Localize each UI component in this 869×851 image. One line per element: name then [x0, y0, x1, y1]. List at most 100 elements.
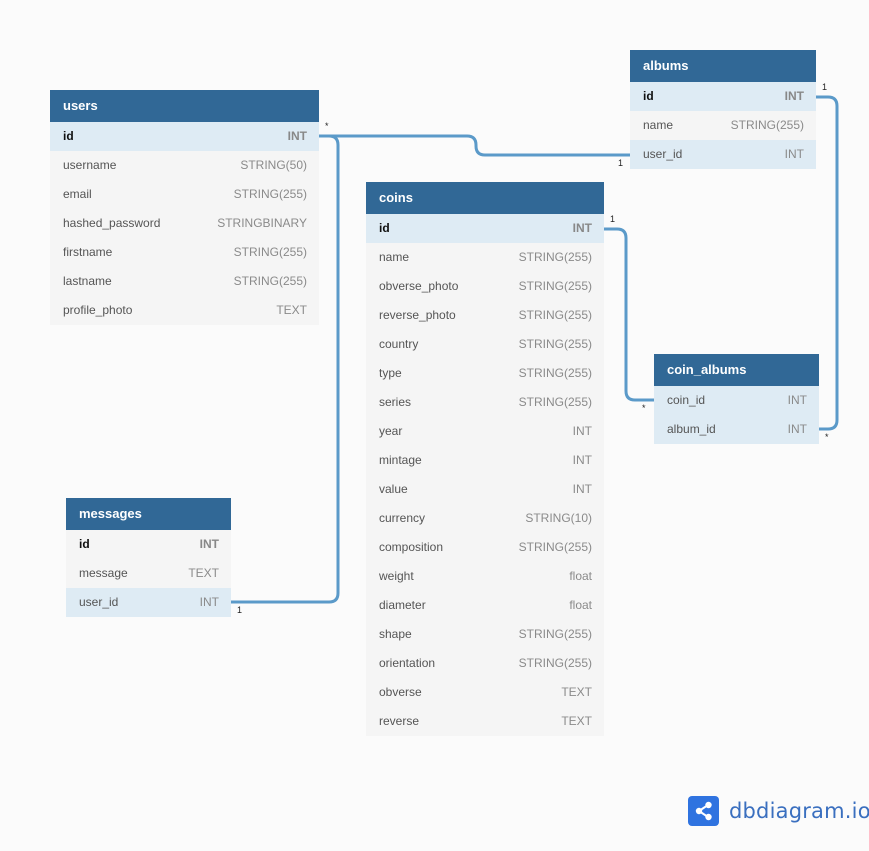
table-messages[interactable]: messages id INT message TEXT user_id INT: [66, 498, 231, 617]
field-name: user_id: [79, 595, 119, 609]
field-row-coins-type[interactable]: type STRING(255): [366, 359, 604, 388]
table-users[interactable]: users id INT username STRING(50) email S…: [50, 90, 319, 325]
field-row-coins-series[interactable]: series STRING(255): [366, 388, 604, 417]
connector-albums-coin-albums: [816, 95, 839, 431]
field-row-users-profile-photo[interactable]: profile_photo TEXT: [50, 296, 319, 325]
table-coin-albums-header[interactable]: coin_albums: [654, 354, 819, 386]
dbdiagram-brand-link[interactable]: dbdiagram.io: [688, 796, 869, 826]
field-type: STRING(255): [730, 118, 804, 132]
field-row-coins-name[interactable]: name STRING(255): [366, 243, 604, 272]
field-row-messages-id[interactable]: id INT: [66, 530, 231, 559]
field-name: country: [379, 337, 419, 351]
field-name: diameter: [379, 598, 426, 612]
field-row-coins-obverse-photo[interactable]: obverse_photo STRING(255): [366, 272, 604, 301]
field-row-coins-id[interactable]: id INT: [366, 214, 604, 243]
field-name: coin_id: [667, 393, 706, 407]
field-row-albums-name[interactable]: name STRING(255): [630, 111, 816, 140]
cardinality-albums-user-id: 1: [618, 158, 624, 168]
field-name: id: [63, 129, 74, 143]
field-row-users-lastname[interactable]: lastname STRING(255): [50, 267, 319, 296]
field-name: email: [63, 187, 92, 201]
table-coins-header[interactable]: coins: [366, 182, 604, 214]
connector-coins-coin-albums: [604, 227, 654, 402]
field-type: STRINGBINARY: [217, 216, 307, 230]
field-row-users-hashed-password[interactable]: hashed_password STRINGBINARY: [50, 209, 319, 238]
field-row-users-email[interactable]: email STRING(255): [50, 180, 319, 209]
field-row-coins-diameter[interactable]: diameter float: [366, 591, 604, 620]
field-row-coins-orientation[interactable]: orientation STRING(255): [366, 649, 604, 678]
table-messages-header[interactable]: messages: [66, 498, 231, 530]
table-users-header[interactable]: users: [50, 90, 319, 122]
field-name: type: [379, 366, 402, 380]
field-name: value: [379, 482, 408, 496]
field-row-coins-reverse-photo[interactable]: reverse_photo STRING(255): [366, 301, 604, 330]
field-type: INT: [199, 595, 219, 609]
table-albums-header[interactable]: albums: [630, 50, 816, 82]
field-name: mintage: [379, 453, 422, 467]
field-name: obverse_photo: [379, 279, 459, 293]
cardinality-coin-albums-coin-id: *: [642, 403, 646, 413]
field-type: STRING(255): [518, 279, 592, 293]
field-name: user_id: [643, 147, 683, 161]
table-albums[interactable]: albums id INT name STRING(255) user_id I…: [630, 50, 816, 169]
field-row-coins-mintage[interactable]: mintage INT: [366, 446, 604, 475]
field-name: weight: [379, 569, 414, 583]
field-row-messages-message[interactable]: message TEXT: [66, 559, 231, 588]
field-name: lastname: [63, 274, 112, 288]
field-row-coins-reverse[interactable]: reverse TEXT: [366, 707, 604, 736]
field-row-coin-albums-album-id[interactable]: album_id INT: [654, 415, 819, 444]
field-row-coins-year[interactable]: year INT: [366, 417, 604, 446]
table-coins[interactable]: coins id INT name STRING(255) obverse_ph…: [366, 182, 604, 736]
cardinality-users-id: *: [325, 121, 329, 131]
field-type: INT: [572, 482, 592, 496]
table-coin-albums[interactable]: coin_albums coin_id INT album_id INT: [654, 354, 819, 444]
field-row-coins-obverse[interactable]: obverse TEXT: [366, 678, 604, 707]
field-type: STRING(255): [233, 274, 307, 288]
field-type: STRING(255): [233, 187, 307, 201]
field-type: INT: [784, 89, 804, 103]
field-name: name: [643, 118, 674, 132]
field-row-coins-shape[interactable]: shape STRING(255): [366, 620, 604, 649]
field-type: STRING(255): [518, 540, 592, 554]
field-type: STRING(255): [518, 308, 592, 322]
field-name: id: [643, 89, 654, 103]
field-row-users-firstname[interactable]: firstname STRING(255): [50, 238, 319, 267]
field-type: STRING(255): [518, 366, 592, 380]
cardinality-coin-albums-album-id: *: [825, 432, 829, 442]
field-row-coins-country[interactable]: country STRING(255): [366, 330, 604, 359]
field-row-coins-weight[interactable]: weight float: [366, 562, 604, 591]
field-type: TEXT: [561, 685, 592, 699]
field-row-coins-value[interactable]: value INT: [366, 475, 604, 504]
field-name: composition: [379, 540, 444, 554]
field-name: id: [379, 221, 390, 235]
share-nodes-icon: [688, 796, 719, 826]
field-row-users-username[interactable]: username STRING(50): [50, 151, 319, 180]
field-type: TEXT: [188, 566, 219, 580]
field-row-coins-currency[interactable]: currency STRING(10): [366, 504, 604, 533]
field-type: TEXT: [276, 303, 307, 317]
field-name: firstname: [63, 245, 113, 259]
field-type: STRING(255): [518, 656, 592, 670]
connector-users-albums: [319, 134, 630, 157]
field-type: STRING(255): [518, 250, 592, 264]
field-type: INT: [572, 221, 592, 235]
field-type: STRING(255): [233, 245, 307, 259]
field-row-coins-composition[interactable]: composition STRING(255): [366, 533, 604, 562]
field-row-albums-id[interactable]: id INT: [630, 82, 816, 111]
field-row-messages-user-id[interactable]: user_id INT: [66, 588, 231, 617]
field-name: obverse: [379, 685, 422, 699]
field-type: INT: [787, 393, 807, 407]
field-type: INT: [287, 129, 307, 143]
cardinality-coins-id: 1: [610, 214, 616, 224]
field-row-users-id[interactable]: id INT: [50, 122, 319, 151]
field-row-albums-user-id[interactable]: user_id INT: [630, 140, 816, 169]
field-name: message: [79, 566, 128, 580]
field-row-coin-albums-coin-id[interactable]: coin_id INT: [654, 386, 819, 415]
field-name: id: [79, 537, 90, 551]
field-type: TEXT: [561, 714, 592, 728]
field-type: float: [569, 569, 592, 583]
field-name: profile_photo: [63, 303, 133, 317]
cardinality-messages-user-id: 1: [237, 605, 243, 615]
field-type: STRING(10): [525, 511, 592, 525]
